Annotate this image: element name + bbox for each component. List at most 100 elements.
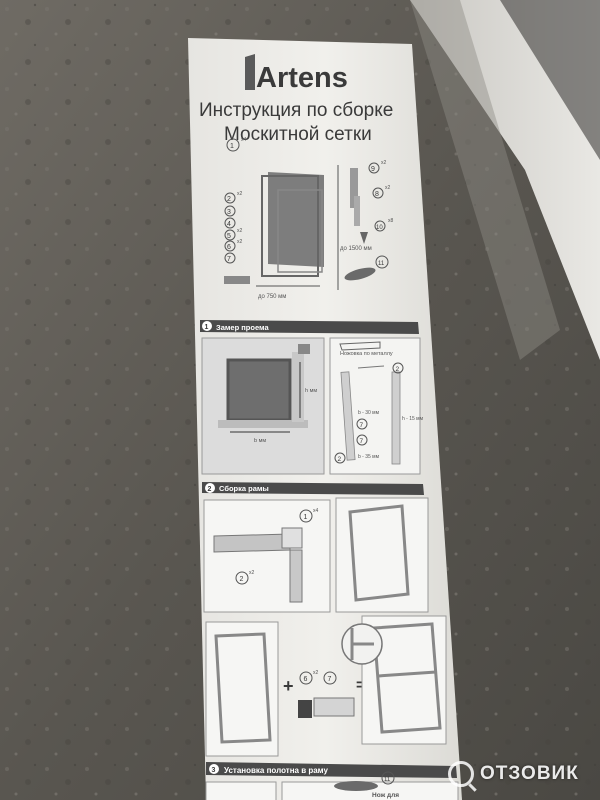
dim-h15: h - 15 мм	[402, 416, 424, 422]
dark-corner	[500, 0, 600, 160]
svg-text:3: 3	[227, 209, 231, 216]
svg-text:x4: x4	[313, 508, 319, 514]
dim-b30: b - 30 мм	[358, 410, 380, 416]
title-line-1: Инструкция по сборке	[199, 100, 393, 121]
part-tag-7: 7	[224, 252, 236, 264]
wall-shadow	[410, 0, 560, 360]
otzovik-watermark: ОТЗОВИК	[448, 758, 579, 790]
svg-text:x2: x2	[249, 570, 255, 576]
step-3-panel: 11 Нож для	[205, 771, 459, 800]
profile-vertical-short	[340, 371, 356, 461]
frame-outline	[261, 175, 319, 277]
step-2-corner-panel: 1x4 2 x2	[203, 499, 331, 613]
roller-tool	[334, 781, 378, 791]
b-measure-label: b мм	[254, 438, 266, 444]
svg-text:2: 2	[396, 366, 400, 373]
svg-text:2: 2	[208, 486, 212, 493]
handle-part	[344, 267, 376, 281]
saw-icon	[339, 341, 381, 351]
step-2-header: 2 Сборка рамы	[202, 482, 424, 495]
crossbar-tag-7: 7	[323, 671, 337, 685]
part-tag-6: 6 x2	[224, 239, 243, 252]
svg-text:x2: x2	[237, 191, 243, 197]
svg-text:2: 2	[227, 196, 231, 203]
width-dim-label: до 750 мм	[258, 294, 286, 300]
svg-text:x2: x2	[381, 160, 387, 166]
window-opening	[226, 358, 292, 422]
parts-diagram: до 1500 мм до 750 мм 1x4 2 x2 3 4 5 x2 6 x2…	[224, 137, 394, 300]
screw-part	[360, 232, 368, 244]
step-1-header: 1 Замер проема	[200, 320, 419, 334]
step-2-title: Сборка рамы	[219, 484, 269, 493]
vertical-profile	[289, 549, 303, 603]
svg-text:x8: x8	[388, 218, 394, 224]
part-tag-8: 8 x2	[372, 185, 391, 199]
profile-vertical-long	[391, 371, 401, 465]
part-7-bar	[224, 276, 250, 284]
step-1-title: Замер проема	[216, 323, 269, 332]
part-tag-2: 2 x2	[224, 191, 243, 204]
step-3-tag-11: 11	[381, 771, 395, 785]
bracket-part	[354, 196, 360, 226]
corner-profile	[213, 533, 291, 553]
svg-text:5: 5	[227, 233, 231, 240]
svg-text:8: 8	[375, 191, 379, 198]
h-measure-label: h мм	[305, 388, 317, 394]
svg-text:3: 3	[212, 767, 216, 774]
window-sill	[218, 420, 308, 428]
tool-label: Нож для	[372, 792, 399, 799]
tape-measure	[298, 344, 310, 354]
svg-text:7: 7	[360, 422, 364, 429]
corner-joint	[281, 527, 303, 549]
hook-part	[350, 168, 358, 208]
step-3-header: 3 Установка полотна в раму	[206, 762, 457, 778]
crossbar-profile	[313, 697, 355, 717]
height-dim-label: до 1500 мм	[340, 246, 372, 252]
svg-text:x2: x2	[385, 185, 391, 191]
title-line-2: Москитной сетки	[224, 124, 372, 145]
magnifier-icon	[448, 761, 474, 787]
logo-mark	[245, 54, 255, 90]
step-1-measure-panel: b мм h мм	[201, 337, 325, 475]
svg-text:1: 1	[205, 324, 209, 331]
part-tag-4: 4	[224, 217, 236, 229]
svg-text:11: 11	[378, 261, 385, 267]
wall-skirting	[410, 0, 600, 360]
part-tag-3: 3	[224, 205, 236, 217]
corner-tag-2: 2 x2	[235, 570, 255, 585]
svg-text:7: 7	[328, 676, 332, 683]
crossbar-connector	[298, 700, 312, 718]
cut-tag-2a: 2	[392, 362, 404, 374]
part-tag-1: 1x4	[226, 137, 247, 152]
svg-text:7: 7	[360, 438, 364, 445]
svg-text:x2: x2	[313, 670, 319, 676]
svg-text:11: 11	[384, 777, 391, 783]
svg-text:x2: x2	[237, 228, 243, 234]
logo-text: Artens	[256, 62, 348, 94]
svg-text:9: 9	[371, 166, 375, 173]
svg-text:4: 4	[227, 221, 231, 228]
cut-tag-7b: 7	[356, 434, 368, 446]
watermark-text: ОТЗОВИК	[480, 763, 579, 784]
step-2-crossbar: + 6x2 7 =	[283, 670, 365, 718]
svg-text:6: 6	[227, 244, 231, 251]
dim-b35: b - 35 мм	[358, 454, 380, 460]
mesh-panel	[268, 172, 324, 267]
part-tag-11: 11	[375, 255, 389, 269]
plus-sign: +	[283, 676, 294, 696]
step-2-result-panel	[341, 615, 447, 745]
step-2-frame-panel	[335, 497, 429, 613]
cut-tag-2b: 2	[334, 452, 346, 464]
svg-text:6: 6	[304, 676, 308, 683]
corner-tag-1: 1x4	[299, 508, 319, 523]
step-1-cut-panel: Ножовка по металлу b - 30 мм b - 35 мм h…	[329, 337, 424, 475]
brand-logo: Artens	[245, 54, 348, 94]
crossbar-tag-6: 6 x2	[299, 670, 319, 685]
saw-label: Ножовка по металлу	[340, 351, 393, 357]
step-2-assembled-panel	[205, 621, 279, 757]
svg-text:10: 10	[376, 225, 383, 231]
part-tag-9: 9 x2	[368, 160, 387, 174]
wall-slope-right	[292, 352, 304, 422]
svg-text:2: 2	[240, 576, 244, 583]
svg-text:x2: x2	[237, 239, 243, 245]
